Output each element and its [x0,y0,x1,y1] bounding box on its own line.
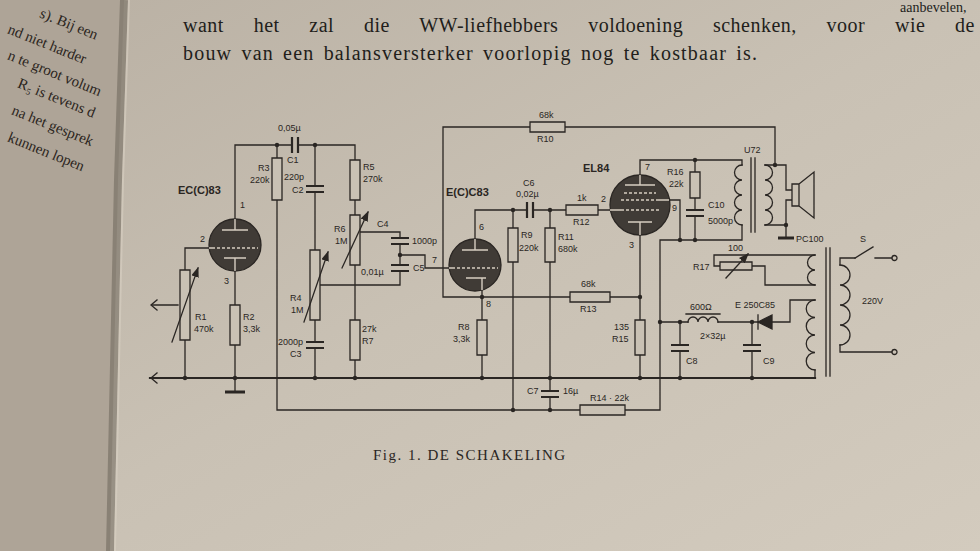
part-name: R5 [363,162,375,173]
part-value: 0,01µ [361,267,384,278]
pin-number: 7 [645,162,650,173]
pin-number: 7 [432,255,437,266]
part-name: R15 [612,334,629,345]
tube-type: E(C)C83 [446,186,489,199]
part-value: 3,3k [453,334,470,345]
part-name: R11 [558,232,574,243]
part-value: 270k [363,174,383,185]
part-name: R2 [243,312,255,323]
part-name: R7 [362,336,374,347]
tube-type: EC(C)83 [178,184,221,197]
part-name: C10 [708,200,725,211]
part-value: 0,02µ [516,189,539,200]
part-name: S [860,234,866,245]
part-name: C9 [763,356,775,367]
part-name: R16 [667,167,684,178]
part-value: 1k [577,193,587,204]
part-value: 2000p [278,337,303,348]
part-name: R3 [258,163,270,174]
part-value: 2×32µ [700,331,725,342]
part-name: C7 [527,386,539,397]
pin-number: 2 [200,234,205,245]
part-name: R9 [521,230,533,241]
potentiometer-arrow [726,254,748,278]
part-value: 600Ω [690,302,712,313]
part-name: C2 [292,185,304,196]
part-name: R14 · 22k [590,393,629,404]
part-name: C1 [287,155,299,166]
rectifier-diode [758,315,772,329]
part-value: 22k [669,179,684,190]
transformer-coils [735,165,850,370]
book-text: aanbevelen, [900,0,966,17]
pin-number: 9 [672,203,677,214]
part-name: C3 [290,349,302,360]
potentiometer-arrow [304,252,328,322]
ground-symbols [225,238,794,392]
part-name: C4 [377,219,389,230]
part-value: 220k [519,243,539,254]
transformer-type: PC100 [796,234,824,245]
loudspeaker-symbol [792,172,814,218]
part-value: 1M [291,305,304,316]
book-text: bouw van een balansversterker voorlopig … [183,41,758,65]
part-value: 27k [362,324,377,335]
part-value: 68k [581,279,596,290]
part-name: R1 [195,312,207,323]
part-value: 470k [194,324,214,335]
part-name: R4 [290,293,302,304]
part-value: 0,05µ [278,123,301,134]
part-value: 1M [335,236,348,247]
part-name: R10 [537,134,554,145]
resistor-symbols [180,122,752,415]
tube-type: EL84 [583,162,609,175]
part-name: C8 [686,356,698,367]
junction-dots [183,143,788,412]
part-name: R6 [334,224,346,235]
book-text: want het zal die WW-liefhebbers voldoeni… [183,13,975,37]
transformer-type: U72 [744,145,761,156]
part-value: 5000p [708,216,733,227]
part-name: C6 [523,178,535,189]
choke-coil [688,317,718,322]
part-value: 16µ [563,386,578,397]
pin-number: 3 [629,240,634,251]
tube-type: E 250C85 [735,300,775,311]
part-value: 220p [284,172,304,183]
part-value: 1000p [412,236,437,247]
part-name: R8 [458,322,470,333]
part-name: R13 [580,304,597,315]
input-terminals [151,300,157,383]
capacitor-symbols [292,137,761,397]
pin-number: 1 [240,200,245,211]
wires [152,127,892,410]
pin-number: 6 [479,222,484,233]
voltage-label: 220V [862,296,883,307]
part-value: 135 [614,322,629,333]
part-name: R17 [693,262,710,273]
figure-caption: Fig. 1. DE SCHAKELING [373,446,567,464]
part-value: 3,3k [243,324,260,335]
part-name: R12 [573,217,590,228]
tube-electrodes [209,175,669,290]
tube-grids [212,193,659,268]
page-edge [115,0,129,551]
part-value: 68k [539,110,554,121]
pin-number: 2 [601,194,606,205]
mains-terminals [892,256,897,355]
part-value: 220k [250,175,270,186]
transformer-cores [686,158,830,376]
part-name: C5 [413,263,425,274]
pin-number: 3 [224,276,229,287]
mains-switch [855,247,873,258]
pin-number: 8 [486,299,491,310]
part-value: 680k [558,244,578,255]
part-value: 100 [728,243,743,254]
left-page [0,0,124,551]
